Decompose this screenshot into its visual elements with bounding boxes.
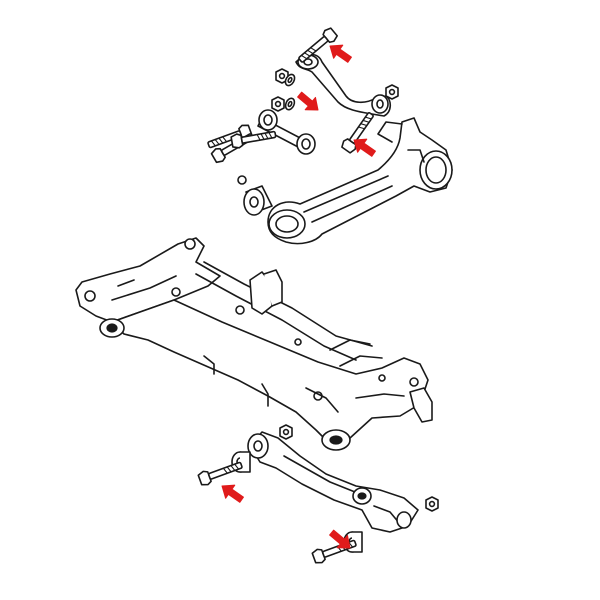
upper-control-arm	[295, 53, 392, 117]
trailing-arm-bushing	[237, 175, 273, 216]
toe-link-nut	[271, 96, 285, 112]
red-arrow-icon	[216, 478, 247, 507]
lower-arm-nut-top	[279, 424, 293, 440]
trailing-arm	[267, 117, 453, 245]
toe-link-washer	[283, 96, 297, 112]
red-arrow-icon	[293, 87, 324, 117]
upper-arm-outer-nut	[385, 84, 399, 100]
lower-control-arm	[247, 431, 419, 533]
toe-link	[257, 109, 316, 155]
lower-arm-bolt-inner	[196, 457, 245, 488]
red-arrow-icon	[324, 38, 355, 67]
lower-arm-nut-end	[425, 496, 439, 512]
rear-subframe	[75, 237, 433, 451]
